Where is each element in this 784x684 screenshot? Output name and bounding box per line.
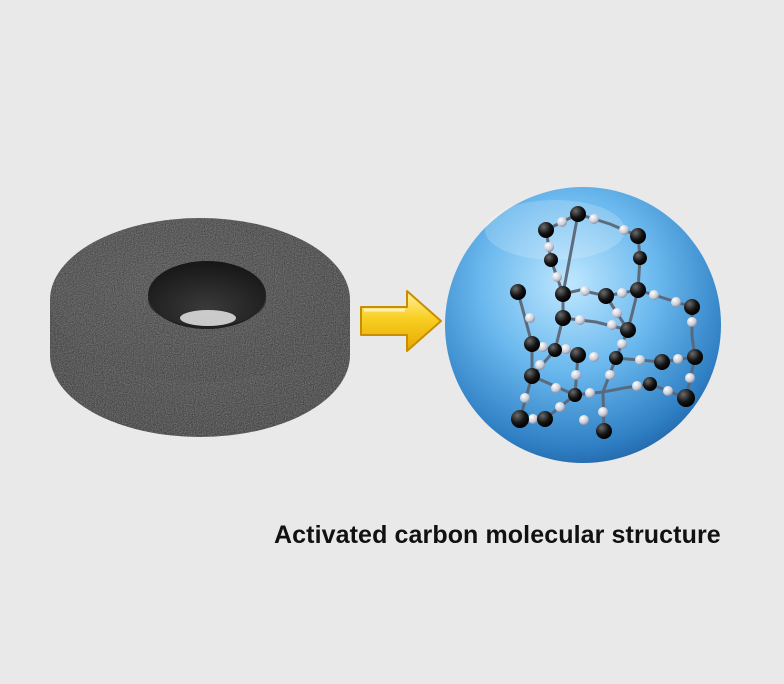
carbon-molecular-lattice — [445, 187, 721, 463]
activated-carbon-ring — [50, 218, 350, 437]
arrow-right-icon — [360, 290, 442, 352]
caption-text: Activated carbon molecular structure — [274, 521, 721, 549]
